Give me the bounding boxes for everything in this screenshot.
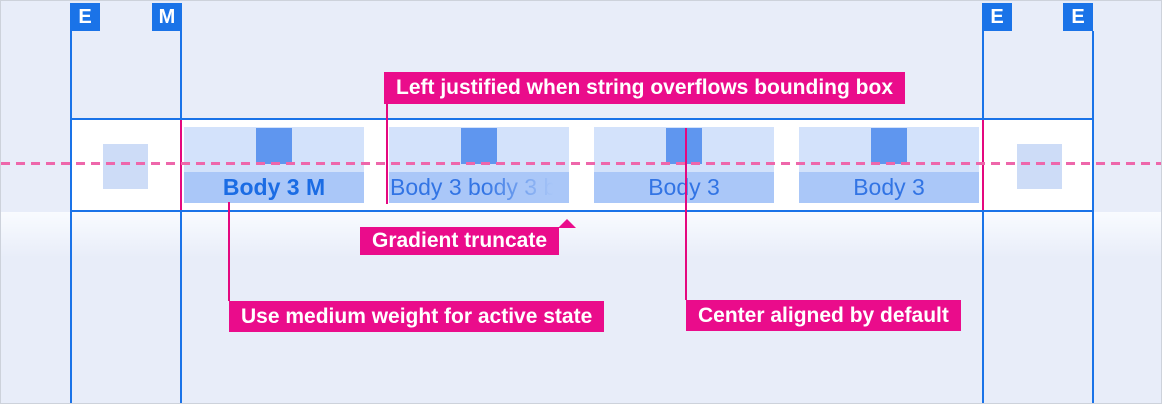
tab-item[interactable]: Body 3	[594, 127, 774, 203]
tab-icon-keyline	[461, 128, 497, 164]
tab-label-box: Body 3	[799, 172, 979, 203]
annotation-gradient-truncate: Gradient truncate	[360, 227, 560, 255]
connector-medium-weight	[228, 202, 230, 301]
tab-item[interactable]: Body 3	[799, 127, 979, 203]
tab-item-active[interactable]: Body 3 M	[184, 127, 364, 203]
annotation-medium-weight: Use medium weight for active state	[229, 301, 605, 332]
annotation-text: Left justified when string overflows bou…	[396, 76, 893, 99]
gradient-truncate-fade	[483, 172, 569, 203]
gradient-truncate-arrow-icon	[558, 219, 576, 228]
marker-edge-right: E	[1063, 3, 1093, 31]
annotation-text: Center aligned by default	[698, 304, 949, 327]
center-baseline-dashed	[1, 162, 1161, 165]
marker-label: E	[1071, 5, 1085, 28]
marker-margin-right: E	[982, 3, 1012, 31]
connector-left-justified	[386, 104, 388, 204]
tab-label: Body 3	[648, 174, 720, 200]
marker-label: E	[78, 5, 92, 28]
connector-center-aligned	[685, 128, 687, 300]
marker-edge-left: E	[70, 3, 100, 31]
tab-label-box: Body 3 body 3 b	[389, 172, 569, 203]
tab-label-box: Body 3 M	[184, 172, 364, 203]
left-margin-keyline-square	[103, 144, 148, 189]
tab-icon-keyline	[871, 128, 907, 164]
marker-label: M	[158, 5, 176, 28]
marker-margin-left: M	[152, 3, 182, 31]
marker-label: E	[990, 5, 1004, 28]
tab-label: Body 3 M	[222, 174, 326, 200]
tab-item-overflow[interactable]: Body 3 body 3 b	[389, 127, 569, 203]
tab-icon-keyline	[256, 128, 292, 164]
tab-area-end-keyline	[982, 120, 984, 210]
keyline-edge-right	[1092, 31, 1094, 403]
annotation-center-aligned: Center aligned by default	[686, 300, 961, 331]
keyline-margin-left	[180, 31, 182, 403]
band-glow	[1, 212, 1161, 258]
right-margin-keyline-square	[1017, 144, 1062, 189]
annotation-text: Gradient truncate	[372, 229, 548, 252]
keyline-margin-right	[982, 31, 984, 403]
tab-area-start-keyline	[180, 120, 182, 210]
tab-icon-keyline	[666, 128, 702, 164]
keyline-edge-left	[70, 31, 72, 403]
tab-label-box: Body 3	[594, 172, 774, 203]
annotation-left-justified: Left justified when string overflows bou…	[384, 72, 905, 104]
tab-label: Body 3	[853, 174, 925, 200]
annotation-text: Use medium weight for active state	[241, 305, 593, 328]
